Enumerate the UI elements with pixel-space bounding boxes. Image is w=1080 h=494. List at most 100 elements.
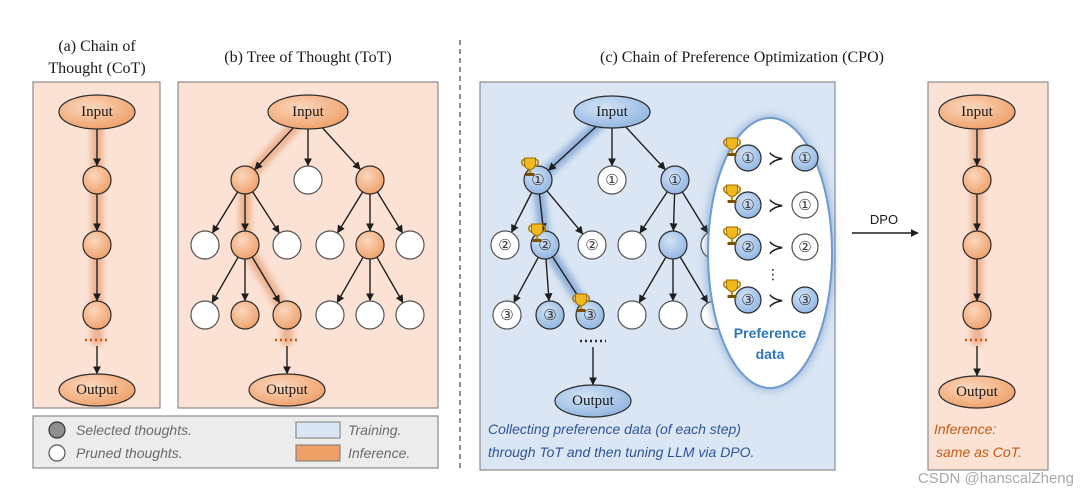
cpo-title: (c) Chain of Preference Optimization (CP… xyxy=(600,49,884,66)
cpo-selected-thought-node: ① xyxy=(660,165,690,195)
cot-thought-node xyxy=(82,230,112,260)
cot-panel: Input Output xyxy=(32,81,161,409)
edge-arrow xyxy=(681,191,708,234)
cpo-output-label: Output xyxy=(572,393,615,409)
cpo-caption-line1: Collecting preference data (of each step… xyxy=(488,421,741,437)
edge-arrow xyxy=(625,126,666,170)
edge-arrow xyxy=(251,256,281,304)
legend-background xyxy=(32,415,439,469)
cpo-pruned-thought-node: ① xyxy=(597,165,627,195)
edge-arrow xyxy=(252,191,280,234)
edge-arrow xyxy=(254,127,294,170)
cot-title-line2: Thought (CoT) xyxy=(48,60,145,77)
preference-pair: ① ≻ ① xyxy=(722,137,819,172)
step-label: ② xyxy=(798,238,811,256)
legend-selected-label: Selected thoughts. xyxy=(76,422,192,438)
preferred-thought-node xyxy=(734,233,762,261)
tot-pruned-thought-node xyxy=(315,300,345,330)
tot-input-label: Input xyxy=(292,104,324,120)
legend: Selected thoughts. Pruned thoughts. Trai… xyxy=(32,415,439,469)
inference-output-label: Output xyxy=(956,384,999,400)
inference-thought-node xyxy=(962,230,992,260)
cpo-input-label: Input xyxy=(596,104,628,120)
cpo-pruned-thought-node: ② xyxy=(577,230,607,260)
cpo-pruned-thought-node: ③ xyxy=(492,300,522,330)
legend-inference-swatch xyxy=(295,444,341,462)
preference-relation: ≻ xyxy=(768,235,785,259)
step-label: ② xyxy=(741,238,754,256)
tot-selected-thought-node xyxy=(230,230,260,260)
step-label: ③ xyxy=(583,306,596,324)
cot-input-label: Input xyxy=(81,104,113,120)
preference-data-callout: ① ≻ ① ① ≻ ① ② ≻ ② ⋮ xyxy=(707,117,833,389)
cpo-edges xyxy=(510,125,709,386)
legend-training-swatch xyxy=(295,421,341,439)
preference-pair: ③ ≻ ③ xyxy=(722,279,819,314)
tot-pruned-thought-node xyxy=(355,300,385,330)
edge-arrow xyxy=(321,127,361,170)
step-label: ② xyxy=(498,236,511,254)
dispreferred-thought-node xyxy=(791,286,819,314)
inference-note-line2: same as CoT. xyxy=(936,444,1022,460)
tot-selected-thought-node xyxy=(355,230,385,260)
tot-selected-thought-node xyxy=(355,165,385,195)
edge-arrow xyxy=(544,258,553,302)
cpo-input-node xyxy=(573,95,651,129)
edge-arrow xyxy=(211,256,239,304)
tot-selected-thought-node xyxy=(272,300,302,330)
inference-thought-node xyxy=(962,165,992,195)
tot-edges xyxy=(211,127,404,375)
cot-title-line1: (a) Chain of xyxy=(58,38,136,55)
edge-arrow xyxy=(376,256,404,304)
edge-arrow xyxy=(679,256,709,304)
inference-note-line1: Inference: xyxy=(934,421,996,437)
dispreferred-thought-node xyxy=(791,191,819,219)
preference-ellipse xyxy=(707,117,833,389)
edge-arrow xyxy=(638,256,667,304)
tot-selected-thought-node xyxy=(230,300,260,330)
node-circle xyxy=(660,165,690,195)
step-label: ① xyxy=(668,171,681,189)
edge-arrow xyxy=(336,256,364,304)
node-circle xyxy=(535,300,565,330)
step-label: ① xyxy=(798,196,811,214)
tot-pruned-thought-node xyxy=(190,230,220,260)
tot-pruned-thought-node xyxy=(272,230,302,260)
cpo-pruned-thought-node xyxy=(617,230,647,260)
step-label: ① xyxy=(741,196,754,214)
tot-pruned-thought-node xyxy=(395,300,425,330)
tot-selected-thought-node xyxy=(230,165,260,195)
preference-pair: ① ≻ ① xyxy=(722,184,819,219)
dpo-label: DPO xyxy=(870,212,898,227)
cpo-pruned-thought-node: ② xyxy=(490,230,520,260)
cpo-panel: Input ① ① ① ② ② ② xyxy=(479,81,836,471)
step-label: ③ xyxy=(798,291,811,309)
tot-title: (b) Tree of Thought (ToT) xyxy=(224,49,391,66)
tot-output-label: Output xyxy=(266,382,309,398)
preference-relation: ≻ xyxy=(768,288,785,312)
tot-input-node xyxy=(267,94,349,130)
legend-inference-label: Inference. xyxy=(348,445,410,461)
edge-arrow xyxy=(546,190,584,235)
tot-pruned-thought-node xyxy=(315,230,345,260)
cpo-output-node xyxy=(554,384,632,418)
cpo-selected-thought-node: ① xyxy=(523,165,553,195)
tot-panel: Input Output xyxy=(177,81,439,409)
cot-output-label: Output xyxy=(76,382,119,398)
step-label: ① xyxy=(741,149,754,167)
node-circle xyxy=(597,165,627,195)
step-label: ③ xyxy=(500,306,513,324)
edge-arrow xyxy=(212,191,239,234)
cpo-pruned-thought-node xyxy=(658,300,688,330)
preference-continuation: ⋮ xyxy=(766,267,780,283)
edge-arrow xyxy=(669,193,678,232)
cot-thought-node xyxy=(82,165,112,195)
preference-relation: ≻ xyxy=(768,146,785,170)
cot-output-node xyxy=(58,373,136,407)
step-label: ① xyxy=(531,171,544,189)
edge-arrow xyxy=(376,191,403,234)
edge-arrow xyxy=(639,191,668,234)
node-circle xyxy=(492,300,522,330)
preference-relation: ≻ xyxy=(768,193,785,217)
preferred-thought-node xyxy=(734,144,762,172)
